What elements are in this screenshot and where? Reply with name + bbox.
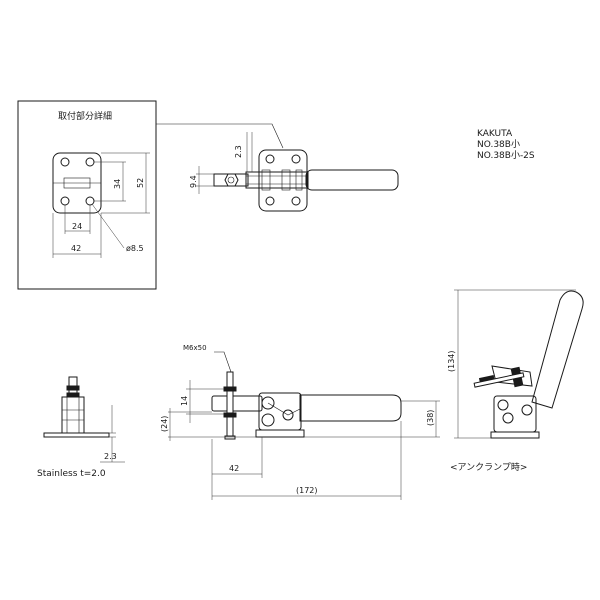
side-dim-overall-length: (172): [296, 486, 318, 495]
unclamped-dim-height: (134): [447, 350, 456, 372]
front-view: 2.3 Stainless t=2.0: [37, 376, 125, 479]
product-brand: KAKUTA: [477, 129, 513, 139]
detail-dim-hole-pitch-x: 24: [72, 222, 82, 231]
mounting-detail-view: 取付部分詳細 24 42 34 52 ø8.5: [17, 100, 157, 290]
side-dim-bolt-offset: 42: [229, 464, 239, 473]
unclamped-caption: <アンクランプ時>: [450, 462, 527, 473]
detail-hole: [60, 196, 70, 206]
detail-hole: [60, 157, 70, 167]
top-dim-thickness: 2.3: [234, 145, 243, 158]
unclamped-body: [493, 395, 537, 433]
detail-hinge-block: [63, 177, 91, 189]
hole-dia-leader: [91, 203, 125, 249]
side-spindle-tip: [224, 435, 236, 440]
bolt-label-leader: [214, 351, 232, 373]
unclamped-view: (134) <アンクランプ時>: [447, 289, 584, 473]
front-material-note: Stainless t=2.0: [37, 469, 106, 479]
side-view: M6x50 14 (24) (38) 42 (172): [160, 344, 440, 500]
unclamped-handle: [531, 290, 584, 409]
side-handle: [299, 394, 402, 422]
front-base-plate: [43, 432, 110, 438]
side-clamp-arm: [211, 395, 263, 412]
side-base-plate: [255, 429, 305, 438]
front-dim-thickness: 2.3: [104, 452, 117, 461]
detail-title: 取付部分詳細: [58, 110, 112, 122]
side-dim-overall-height: (38): [426, 410, 435, 426]
product-label-block: KAKUTA NO.38B小 NO.38B小-2S: [477, 129, 535, 161]
detail-frame: [17, 100, 157, 290]
detail-dim-hole-dia: ø8.5: [126, 244, 144, 253]
detail-dim-width: 42: [71, 244, 81, 253]
product-model-1: NO.38B小: [477, 139, 520, 150]
top-spindle-nut: [224, 173, 239, 187]
top-view: 2.3 9.4: [189, 132, 399, 212]
unclamped-base-plate: [490, 431, 540, 439]
detail-dim-height: 52: [136, 178, 145, 188]
top-base-plate: [258, 149, 308, 212]
detail-leader-line: [156, 123, 284, 149]
detail-hole: [85, 196, 95, 206]
product-model-2: NO.38B小-2S: [477, 150, 535, 161]
front-body: [61, 396, 85, 434]
detail-hole: [85, 157, 95, 167]
top-dim-spindle: 9.4: [189, 175, 198, 188]
top-handle: [305, 169, 399, 191]
top-linkage: [245, 171, 309, 189]
side-dim-spindle-height: (24): [160, 416, 169, 432]
side-dim-bolt-height: 14: [180, 396, 189, 406]
detail-dim-hole-pitch-y: 34: [113, 179, 122, 189]
side-bolt-label: M6x50: [183, 344, 207, 352]
side-bolt: [226, 371, 234, 437]
